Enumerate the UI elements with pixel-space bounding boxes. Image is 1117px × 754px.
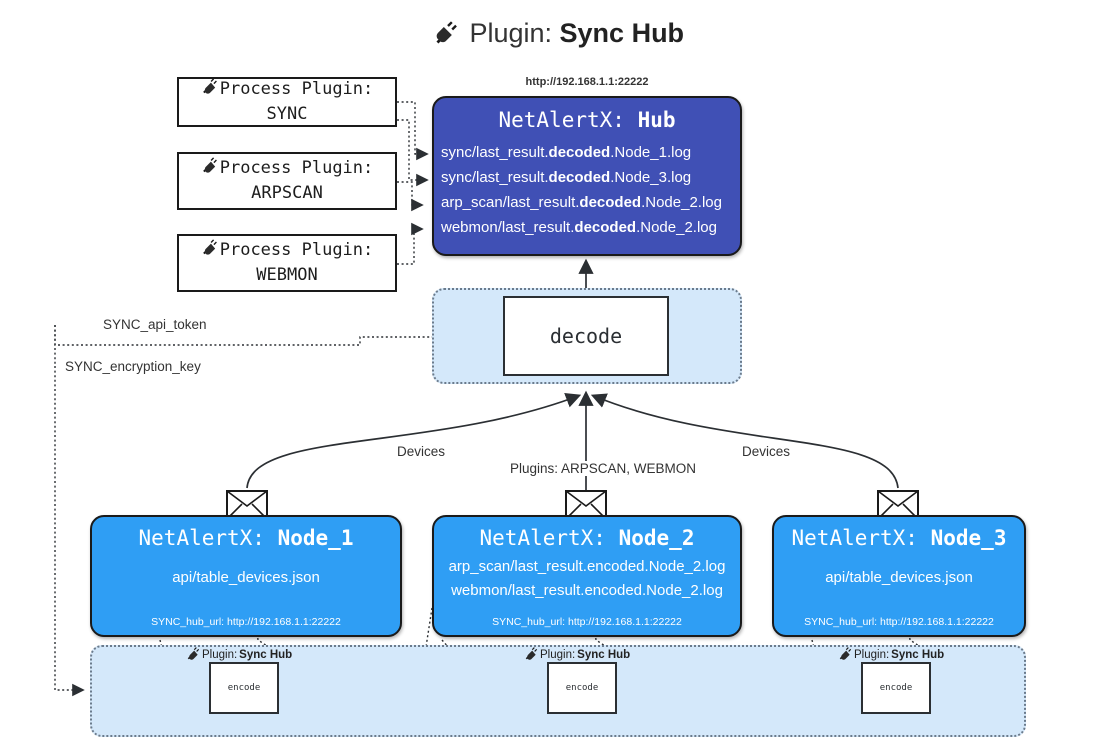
plugin-tag-name: Sync Hub: [577, 648, 631, 661]
node-title: NetAlertX: Node_3: [774, 526, 1024, 550]
proc-plugin-header: Process Plugin:: [219, 79, 374, 100]
node-hub-url: SYNC_hub_url: http://192.168.1.1:22222: [804, 616, 994, 628]
hub-node[interactable]: NetAlertX: Hub sync/last_result.decoded.…: [432, 96, 742, 256]
node-title-prefix: NetAlertX:: [138, 526, 265, 550]
node-title-name: Node_2: [618, 526, 695, 550]
node-box-node-3[interactable]: NetAlertX: Node_3 api/table_devices.json…: [772, 515, 1026, 637]
plugin-tag-sync-hub: Plugin: Sync Hub: [524, 646, 630, 663]
edge-label-devices-right: Devices: [739, 444, 794, 459]
proc-plugin-header: Process Plugin:: [219, 158, 374, 179]
plug-icon: [201, 238, 218, 263]
node-box-node-2[interactable]: NetAlertX: Node_2 arp_scan/last_result.e…: [432, 515, 742, 637]
node-box-node-1[interactable]: NetAlertX: Node_1 api/table_devices.json…: [90, 515, 402, 637]
edge-label-plugins: Plugins: ARPSCAN, WEBMON: [507, 461, 700, 476]
plug-icon: [524, 646, 538, 663]
plug-icon: [838, 646, 852, 663]
node-hub-url: SYNC_hub_url: http://192.168.1.1:22222: [492, 616, 682, 628]
plugin-tag-sync-hub: Plugin: Sync Hub: [838, 646, 944, 663]
process-plugin-box-sync[interactable]: Process Plugin: SYNC: [177, 77, 397, 127]
proc-plugin-name: SYNC: [266, 104, 308, 124]
encode-box-node-1[interactable]: encode: [209, 662, 279, 714]
hub-url-label: http://192.168.1.1:22222: [525, 76, 649, 88]
decode-box[interactable]: decode: [503, 296, 669, 376]
hub-log-line: sync/last_result.decoded.Node_1.log: [441, 144, 692, 161]
plugin-tag-prefix: Plugin:: [854, 648, 890, 661]
plugin-tag-prefix: Plugin:: [202, 648, 238, 661]
node-title-prefix: NetAlertX:: [791, 526, 918, 550]
plug-icon: [201, 77, 218, 102]
title-prefix: Plugin:: [469, 18, 553, 48]
plugin-tag-sync-hub: Plugin: Sync Hub: [186, 646, 292, 663]
envelope-icon: [877, 490, 919, 520]
plugin-tag-name: Sync Hub: [239, 648, 293, 661]
node-title: NetAlertX: Node_2: [434, 526, 740, 550]
plugin-tag-name: Sync Hub: [891, 648, 945, 661]
edge-label-devices-left: Devices: [394, 444, 449, 459]
proc-plugin-name: WEBMON: [256, 265, 318, 285]
proc-plugin-name: ARPSCAN: [251, 183, 323, 203]
edge-label-api-token: SYNC_api_token: [100, 317, 210, 332]
page-title: Plugin: Sync Hub: [0, 18, 1117, 52]
hub-log-line: webmon/last_result.decoded.Node_2.log: [441, 219, 717, 237]
node-title: NetAlertX: Node_1: [92, 526, 400, 550]
node-path-line: api/table_devices.json: [825, 569, 973, 586]
process-plugin-box-arpscan[interactable]: Process Plugin: ARPSCAN: [177, 152, 397, 210]
edge-label-encryption-key: SYNC_encryption_key: [62, 359, 204, 374]
plug-icon: [186, 646, 200, 663]
node-title-name: Node_3: [930, 526, 1007, 550]
encode-box-node-3[interactable]: encode: [861, 662, 931, 714]
title-name: Sync Hub: [559, 18, 685, 48]
plug-icon: [433, 19, 459, 52]
hub-title-prefix: NetAlertX:: [498, 108, 625, 132]
hub-title: NetAlertX: Hub: [434, 108, 740, 132]
node-path-line: api/table_devices.json: [172, 569, 320, 586]
node-hub-url: SYNC_hub_url: http://192.168.1.1:22222: [151, 616, 341, 628]
plug-icon: [201, 156, 218, 181]
node-path-line: webmon/last_result.encoded.Node_2.log: [451, 582, 723, 600]
hub-log-line: arp_scan/last_result.decoded.Node_2.log: [441, 194, 722, 212]
plugin-tag-prefix: Plugin:: [540, 648, 576, 661]
hub-title-name: Hub: [637, 108, 676, 132]
node-title-name: Node_1: [277, 526, 354, 550]
encode-box-node-2[interactable]: encode: [547, 662, 617, 714]
hub-log-line: sync/last_result.decoded.Node_3.log: [441, 169, 692, 187]
node-title-prefix: NetAlertX:: [479, 526, 606, 550]
process-plugin-box-webmon[interactable]: Process Plugin: WEBMON: [177, 234, 397, 292]
node-path-line: arp_scan/last_result.encoded.Node_2.log: [448, 558, 726, 575]
proc-plugin-header: Process Plugin:: [219, 240, 374, 261]
